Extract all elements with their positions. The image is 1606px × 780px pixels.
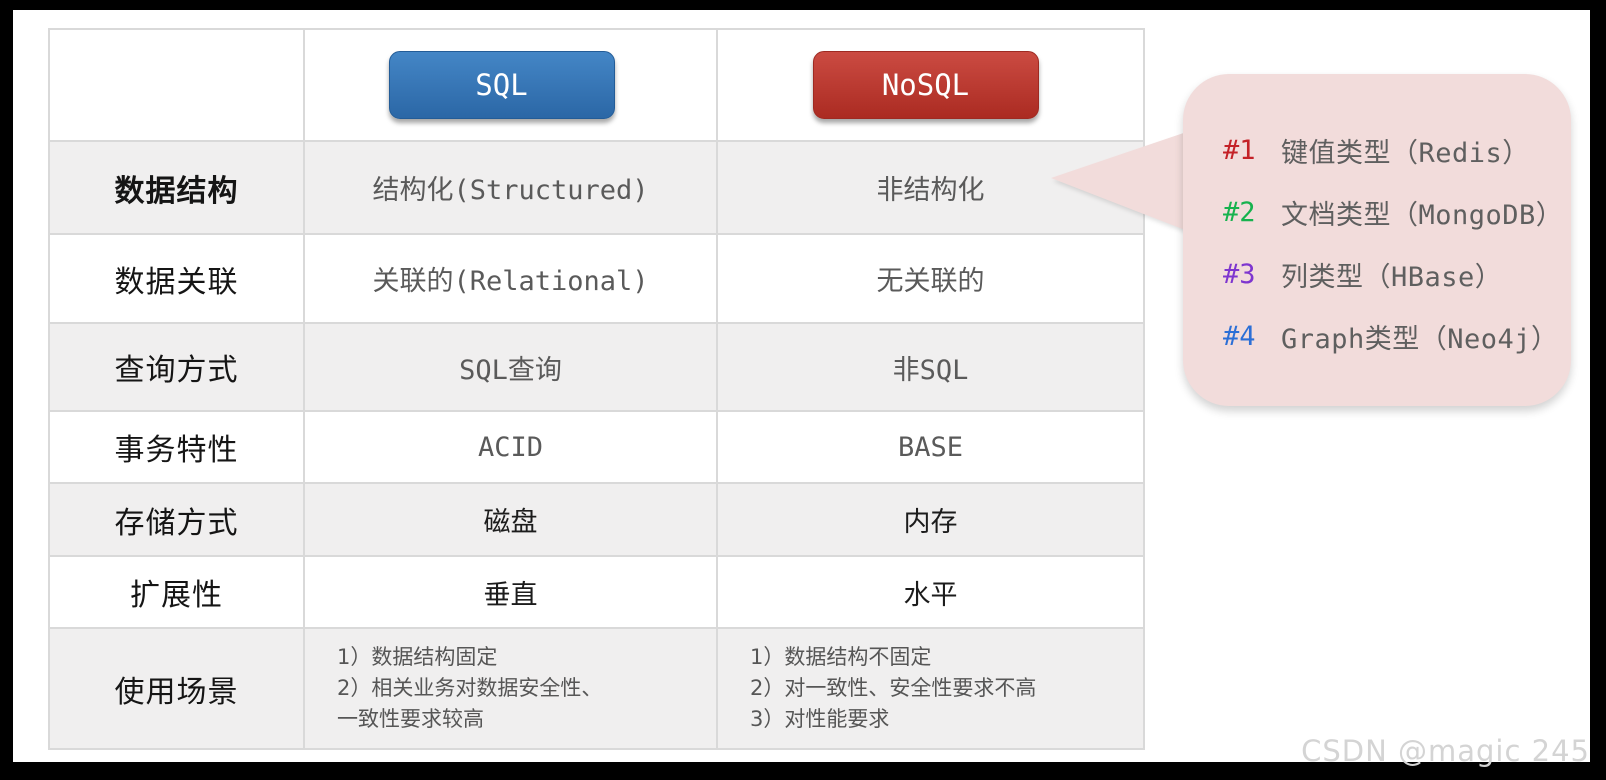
cell-value: ACID: [477, 431, 544, 463]
list-line: 一致性要求较高: [337, 707, 484, 731]
callout-item-hbase: #3 列类型（HBase）: [1223, 243, 1571, 305]
item-label: 列类型（HBase）: [1281, 261, 1503, 293]
cell-value: 结构化(Structured): [372, 175, 649, 206]
row-transaction-label-cell: 事务特性: [50, 412, 303, 482]
header-nosql-cell: NoSQL: [718, 30, 1143, 140]
row-scalability-sql-cell: 垂直: [305, 557, 716, 627]
row-data-relation-nosql-cell: 无关联的: [718, 235, 1143, 322]
item-number: #3: [1223, 258, 1256, 290]
item-number: #2: [1223, 196, 1256, 228]
list-line: 2）相关业务对数据安全性、: [337, 676, 603, 700]
header-sql-cell: SQL: [305, 30, 716, 140]
item-number: #4: [1223, 320, 1256, 352]
row-label: 查询方式: [114, 353, 239, 388]
cell-value: SQL查询: [459, 354, 562, 386]
cell-value: 内存: [903, 507, 958, 538]
sql-button[interactable]: SQL: [388, 51, 615, 119]
content-area: SQL NoSQL 数据结构 结构化(Structured) 非结构化 数据关联…: [13, 10, 1590, 768]
row-scalability-nosql-cell: 水平: [718, 557, 1143, 627]
row-data-relation-sql-cell: 关联的(Relational): [305, 235, 716, 322]
callout-item-redis: #1 键值类型（Redis）: [1223, 119, 1571, 181]
row-use-case-nosql-cell: 1）数据结构不固定 2）对一致性、安全性要求不高 3）对性能要求: [718, 629, 1143, 748]
item-label: 键值类型（Redis）: [1281, 137, 1530, 169]
item-number: #1: [1223, 134, 1256, 166]
row-data-structure-label-cell: 数据结构: [50, 142, 303, 233]
cell-value: 关联的(Relational): [372, 266, 649, 297]
list-line: 3）对性能要求: [750, 707, 890, 731]
row-use-case-sql-cell: 1）数据结构固定 2）相关业务对数据安全性、 一致性要求较高: [305, 629, 716, 748]
row-label: 扩展性: [130, 578, 223, 613]
cell-value: 非SQL: [892, 354, 969, 386]
list-line: 2）对一致性、安全性要求不高: [750, 676, 1037, 700]
row-label: 使用场景: [114, 674, 239, 710]
row-transaction-sql-cell: ACID: [305, 412, 716, 482]
use-case-list: 1）数据结构不固定 2）对一致性、安全性要求不高 3）对性能要求: [750, 642, 1036, 735]
row-transaction-nosql-cell: BASE: [718, 412, 1143, 482]
row-storage-sql-cell: 磁盘: [305, 484, 716, 555]
list-line: 1）数据结构固定: [337, 645, 498, 669]
row-query-method-nosql-cell: 非SQL: [718, 324, 1143, 410]
nosql-button[interactable]: NoSQL: [812, 51, 1039, 119]
item-label: 文档类型（MongoDB）: [1281, 199, 1564, 231]
use-case-list: 1）数据结构固定 2）相关业务对数据安全性、 一致性要求较高: [337, 642, 602, 735]
list-line: 1）数据结构不固定: [750, 645, 932, 669]
row-storage-nosql-cell: 内存: [718, 484, 1143, 555]
row-data-structure-sql-cell: 结构化(Structured): [305, 142, 716, 233]
row-label: 数据结构: [114, 173, 239, 209]
row-scalability-label-cell: 扩展性: [50, 557, 303, 627]
cell-value: BASE: [897, 431, 964, 463]
row-label: 事务特性: [114, 433, 239, 468]
row-storage-label-cell: 存储方式: [50, 484, 303, 555]
cell-value: 水平: [903, 579, 958, 611]
csdn-watermark: CSDN @magic 245: [1301, 734, 1590, 768]
row-data-relation-label-cell: 数据关联: [50, 235, 303, 322]
row-query-method-sql-cell: SQL查询: [305, 324, 716, 410]
cell-value: 磁盘: [483, 507, 538, 538]
callout-pointer-icon: [1051, 122, 1216, 242]
row-data-structure-nosql-cell: 非结构化: [718, 142, 1143, 233]
row-label: 存储方式: [114, 505, 239, 541]
cell-value: 垂直: [483, 579, 538, 611]
sql-nosql-comparison-table: SQL NoSQL 数据结构 结构化(Structured) 非结构化 数据关联…: [48, 28, 1145, 750]
row-use-case-label-cell: 使用场景: [50, 629, 303, 748]
row-label: 数据关联: [114, 264, 239, 300]
header-empty-cell: [50, 30, 303, 140]
cell-value: 无关联的: [876, 266, 985, 297]
item-label: Graph类型（Neo4j）: [1281, 323, 1559, 355]
cell-value: 非结构化: [876, 175, 985, 206]
nosql-types-callout: #1 键值类型（Redis） #2 文档类型（MongoDB） #3 列类型（H…: [1183, 74, 1571, 406]
row-query-method-label-cell: 查询方式: [50, 324, 303, 410]
callout-item-mongodb: #2 文档类型（MongoDB）: [1223, 181, 1571, 243]
callout-item-neo4j: #4 Graph类型（Neo4j）: [1223, 305, 1571, 367]
